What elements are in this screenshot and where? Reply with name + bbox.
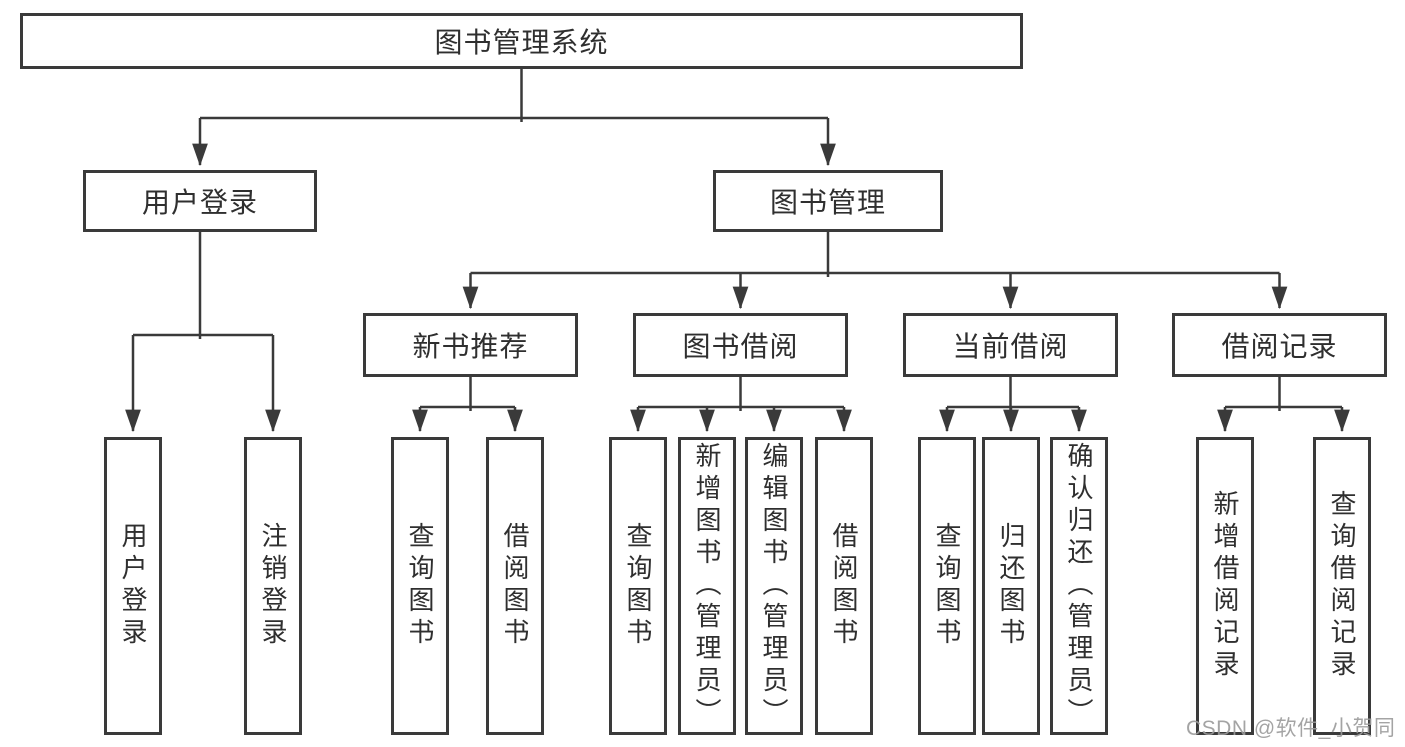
- node-label: 借阅记录: [1221, 331, 1338, 362]
- node-label: 用户登录: [141, 187, 258, 218]
- node-leaf-logout: 注销登录: [244, 437, 302, 735]
- node-leaf-query-books-recommend: 查询图书: [391, 437, 449, 735]
- node-label: 图书借阅: [682, 331, 799, 362]
- node-label: 借阅图书: [500, 522, 530, 650]
- node-label: 图书管理: [769, 187, 886, 218]
- node-label: 当前借阅: [952, 331, 1069, 362]
- node-label: 注销登录: [258, 522, 288, 650]
- node-label: 新书推荐: [412, 331, 529, 362]
- node-leaf-user-login: 用户登录: [104, 437, 162, 735]
- node-leaf-add-borrow-record: 新增借阅记录: [1196, 437, 1254, 735]
- node-root: 图书管理系统: [20, 13, 1023, 69]
- node-book-management: 图书管理: [713, 170, 943, 232]
- node-label: 查询图书: [932, 522, 962, 650]
- node-leaf-query-borrow-record: 查询借阅记录: [1313, 437, 1371, 735]
- node-label: 查询借阅记录: [1327, 490, 1357, 682]
- node-label: 用户登录: [118, 522, 148, 650]
- node-current-borrow: 当前借阅: [903, 313, 1118, 377]
- node-label: 查询图书: [405, 522, 435, 650]
- tree-branch-lines: [133, 69, 1342, 411]
- node-label: 编辑图书（管理员）: [759, 442, 789, 730]
- node-leaf-edit-book-admin: 编辑图书（管理员）: [745, 437, 803, 735]
- node-label: 图书管理系统: [434, 27, 609, 58]
- node-label: 借阅图书: [829, 522, 859, 650]
- node-leaf-borrow-books: 借阅图书: [815, 437, 873, 735]
- node-label: 新增图书（管理员）: [692, 442, 722, 730]
- node-leaf-query-books-current: 查询图书: [918, 437, 976, 735]
- node-label: 查询图书: [623, 522, 653, 650]
- node-leaf-query-books-borrow: 查询图书: [609, 437, 667, 735]
- node-leaf-return-book: 归还图书: [982, 437, 1040, 735]
- node-label: 新增借阅记录: [1210, 490, 1240, 682]
- node-label: 归还图书: [996, 522, 1026, 650]
- node-leaf-borrow-books-recommend: 借阅图书: [486, 437, 544, 735]
- node-label: 确认归还（管理员）: [1064, 442, 1094, 730]
- node-leaf-confirm-return-admin: 确认归还（管理员）: [1050, 437, 1108, 735]
- node-new-book-recommend: 新书推荐: [363, 313, 578, 377]
- node-book-borrow: 图书借阅: [633, 313, 848, 377]
- watermark: CSDN @软件_小贺同学: [1186, 717, 1396, 740]
- node-leaf-add-book-admin: 新增图书（管理员）: [678, 437, 736, 735]
- tree-arrows: [125, 118, 1350, 433]
- node-user-login: 用户登录: [83, 170, 317, 232]
- node-borrow-records: 借阅记录: [1172, 313, 1387, 377]
